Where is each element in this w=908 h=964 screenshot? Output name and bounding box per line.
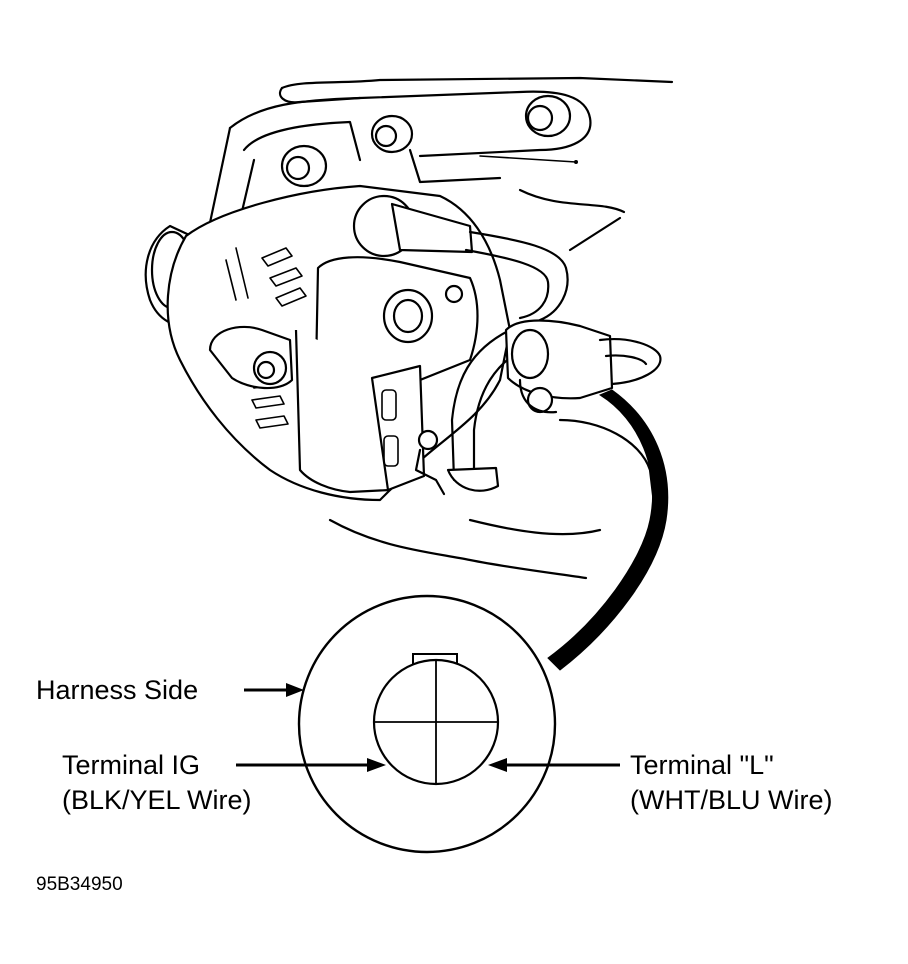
terminal-l-arrow [488, 758, 620, 772]
connector-plug-icon [504, 319, 662, 414]
harness-side-arrow [244, 683, 304, 697]
harness-side-label: Harness Side [36, 675, 198, 705]
alternator-icon [144, 184, 512, 502]
detail-leader [547, 389, 669, 671]
b-terminal-boot [352, 194, 474, 344]
figure-id: 95B34950 [36, 874, 123, 895]
connector-detail-view [297, 594, 557, 854]
terminal-ig-arrow [236, 758, 386, 772]
terminal-ig-label: Terminal IG [62, 750, 200, 780]
terminal-l-wire-label: (WHT/BLU Wire) [630, 785, 832, 815]
terminal-l-label: Terminal "L" [630, 750, 774, 780]
bracket-bolt-icon [370, 114, 414, 154]
engine-bracket-illustration [198, 76, 674, 580]
bracket-bolt-icon [280, 144, 328, 188]
terminal-ig-wire-label: (BLK/YEL Wire) [62, 785, 252, 815]
bracket-bolt-icon [524, 94, 572, 138]
